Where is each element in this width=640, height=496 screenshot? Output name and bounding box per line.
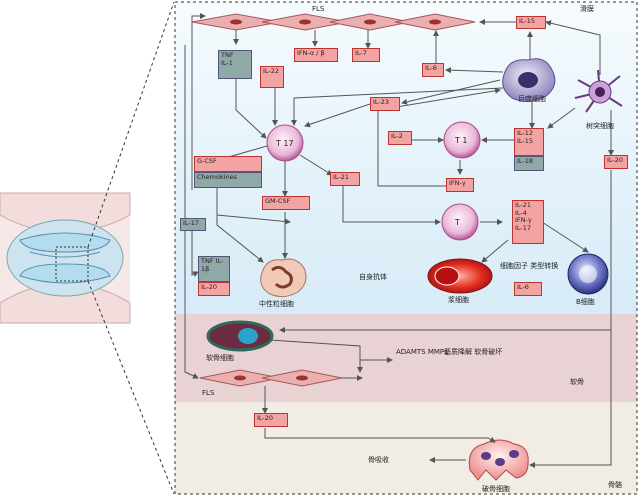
il18-box: IL-18 [514,156,544,171]
il7-box: IL-7 [352,48,380,62]
il20-right-box: IL-20 [604,155,628,169]
gmcsf-box: GM-CSF [262,196,310,210]
label-osteoclast: 破骨细胞 [482,484,510,493]
il22-box: IL-22 [260,66,284,88]
ifng-box: IFN-γ [446,178,474,192]
il12-il15-box: IL-12 IL-15 [514,128,544,156]
neutrophil-tnf-box: TNF IL- 1β [198,256,230,282]
il6-plasma-box: IL-6 [514,282,542,296]
il2-box: IL-2 [388,131,412,145]
label-fls-top: FLS [312,5,325,13]
label-macrophage: 巨噬细胞 [518,94,546,103]
ifn-top-box: IFN-α / β [294,48,338,62]
neutrophil-cell [260,258,307,298]
tfh-cell [441,203,479,241]
adamts-label: ADAMTS MMPs [396,348,448,356]
label-fls-bottom: FLS [202,389,215,397]
th1-cell [443,121,481,159]
cartilage-result-label: 基质降解 软骨破坏 [444,348,503,356]
pathway-arrows [184,13,614,468]
label-plasma: 浆细胞 [448,295,469,304]
region-synovium: 滑膜 [580,4,594,13]
il6-top-box: IL-6 [422,63,444,77]
chemokines-box: Chemokines [194,172,262,188]
tfh-cytokine-box: IL-21 IL-4 IFN-γ IL-17 [512,200,544,244]
label-th17: T 17 [275,139,294,148]
neutrophil-il20-box: IL-20 [198,282,230,296]
gcsf-box: G-CSF [194,156,262,172]
region-bone: 骨骼 [608,480,622,489]
il21-box: IL-21 [330,172,360,186]
label-neutrophil: 中性粒细胞 [259,299,294,308]
label-treg: T [454,218,460,227]
il20-bottom-box: IL-20 [254,413,288,427]
label-dendritic: 树突细胞 [586,121,614,130]
il23-box: IL-23 [370,97,400,111]
il15-top-box: IL-15 [516,16,546,29]
cytokine-switch-label: 细胞因子 类型转换 [500,262,559,270]
label-autoantibody: 自身抗体 [359,272,387,281]
label-th1: T 1 [454,136,468,145]
label-bone-resorption: 骨吸收 [368,455,389,464]
tnf-il1-box: TNF IL-1 [218,50,252,79]
region-cartilage: 软骨 [570,377,584,386]
label-bcell: B细胞 [576,297,595,306]
il17-left-box: IL-17 [180,218,206,231]
label-chondrocyte: 软骨细胞 [206,353,234,362]
joint-illustration [0,192,131,324]
